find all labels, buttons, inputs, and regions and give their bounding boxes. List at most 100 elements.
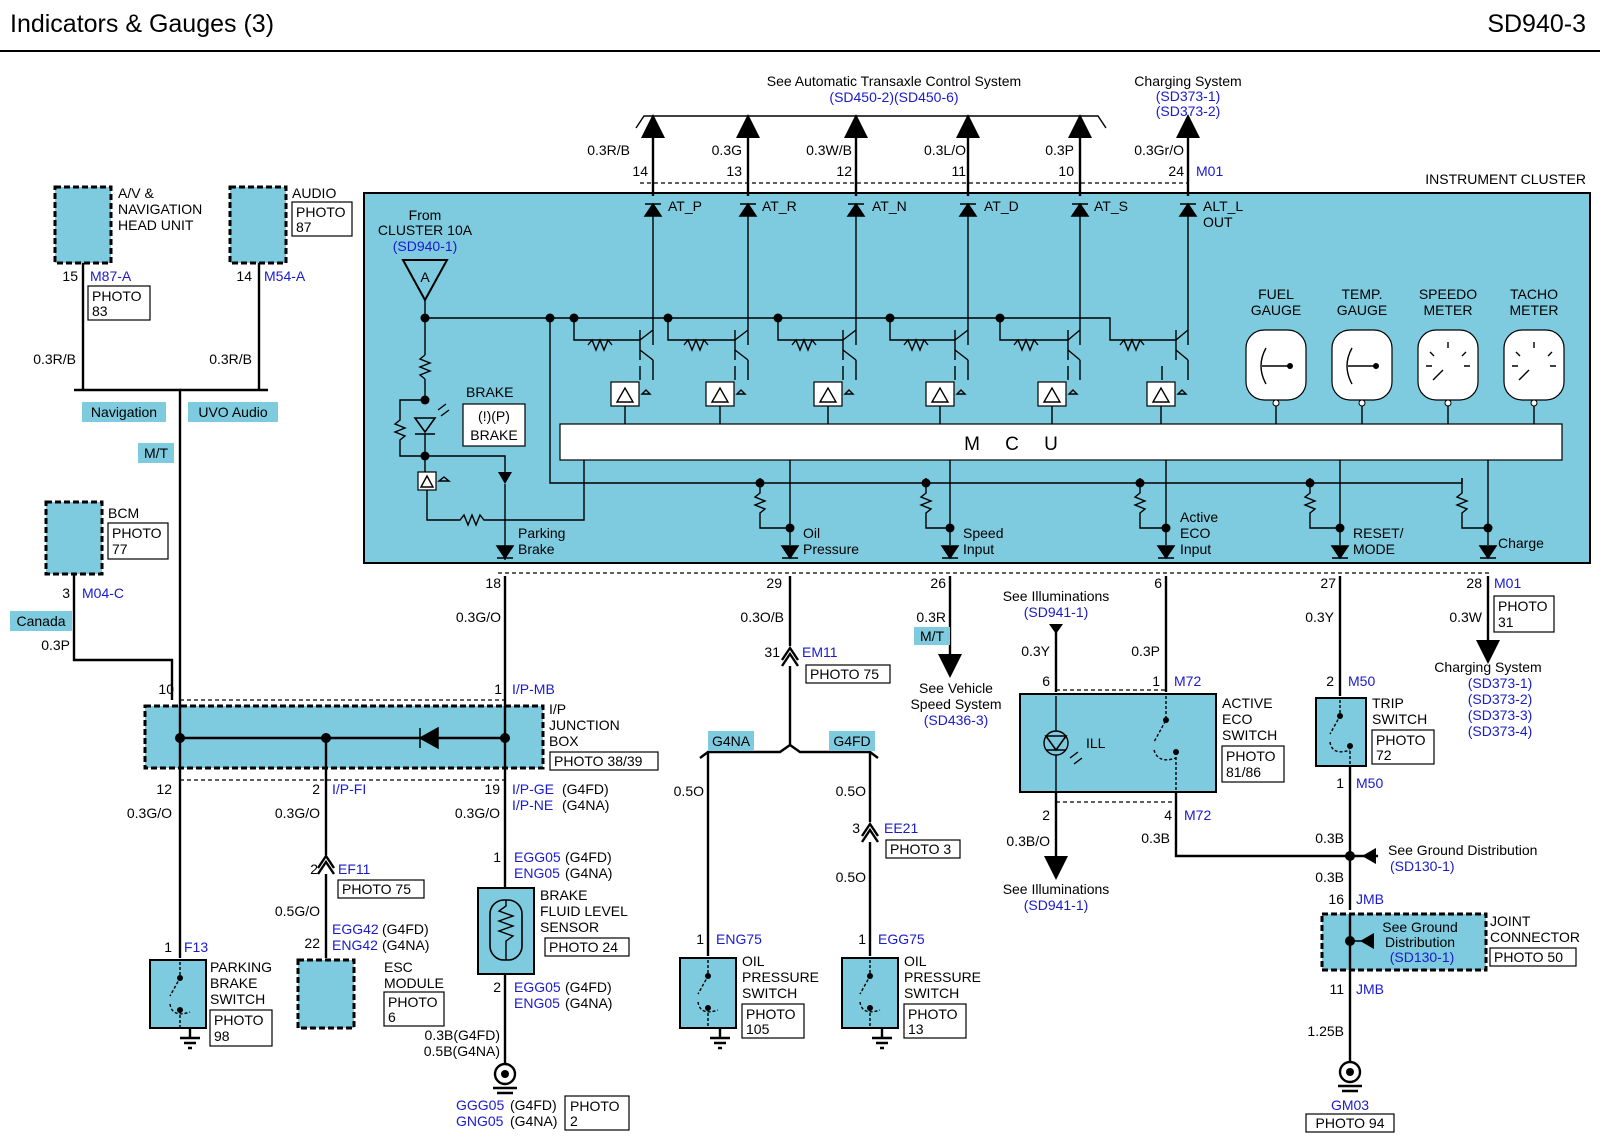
eco-conn-b: M72: [1184, 807, 1211, 823]
oil-pressure-switch-g4fd: 0.5O 3 EE21 PHOTO 3 0.5O 1 EGG75 OIL PRE…: [836, 752, 981, 1050]
mt-tag-speed: M/T: [920, 628, 945, 644]
transistor-drivers: [425, 216, 1189, 484]
audio-wire: 0.3R/B: [209, 351, 252, 367]
bcm-photo-1: PHOTO: [112, 525, 162, 541]
audio-label: AUDIO: [292, 185, 336, 201]
audio-pin: 14: [236, 268, 252, 284]
pbs-ground-icon: [180, 1028, 200, 1050]
jc-label-2: CONNECTOR: [1490, 929, 1580, 945]
temp-gauge-label-2: GAUGE: [1337, 302, 1388, 318]
jc-conn-bot: JMB: [1356, 981, 1384, 997]
av-wire: 0.3R/B: [33, 351, 76, 367]
ee21-conn: EE21: [884, 820, 918, 836]
trip-photo-1: PHOTO: [1376, 732, 1426, 748]
brake-label: BRAKE: [466, 384, 513, 400]
input-reset-1: RESET/: [1353, 525, 1404, 541]
bfl-conn-1: EGG05: [514, 849, 561, 865]
jc-wire: 1.25B: [1307, 1023, 1344, 1039]
alt-pin: 24: [1168, 163, 1184, 179]
at-d-pin: 11: [951, 163, 966, 179]
oil-wire: 0.3O/B: [740, 609, 784, 625]
gm-conn: GM03: [1331, 1097, 1369, 1113]
page-title: Indicators & Gauges (3): [10, 10, 275, 38]
cs-title: Charging System: [1434, 659, 1541, 675]
gnd-conn-2: GNG05: [456, 1113, 504, 1129]
alt-conn: M01: [1196, 163, 1223, 179]
trip-pin-top: 2: [1326, 673, 1334, 689]
trip-conn-top: M50: [1348, 673, 1375, 689]
jb-label-2: JUNCTION: [549, 717, 620, 733]
jc-in-ref: (SD130-1): [1390, 949, 1455, 965]
jb-out3-var-2: (G4NA): [562, 797, 609, 813]
at-n-label: AT_N: [872, 198, 907, 214]
at-p-label: AT_P: [668, 198, 702, 214]
av-pin: 15: [62, 268, 78, 284]
at-r-label: AT_R: [762, 198, 797, 214]
alt-label-2: OUT: [1203, 214, 1233, 230]
at-p-wire: 0.3R/B: [587, 142, 630, 158]
jb-out1-wire: 0.3G/O: [127, 805, 172, 821]
speed-ref-2: Speed System: [910, 696, 1001, 712]
input-junction-dots: [755, 478, 1493, 533]
at-outputs: 0.3R/B 14 AT_P 0.3G 13 AT_R 0.3W/B 12 AT…: [420, 114, 1243, 484]
input-oil-2: Pressure: [803, 541, 859, 557]
uvo-audio-tag: UVO Audio: [198, 404, 267, 420]
ill-bot-ref: (SD941-1): [1024, 897, 1089, 913]
audio-photo-1: PHOTO: [296, 204, 346, 220]
input-eco-2: ECO: [1180, 525, 1210, 541]
fuel-gauge-label-1: FUEL: [1258, 286, 1294, 302]
pbs-conn: F13: [184, 939, 208, 955]
bfl-label-1: BRAKE: [540, 887, 587, 903]
av-label-3: HEAD UNIT: [118, 217, 194, 233]
speedo-label-1: SPEEDO: [1419, 286, 1477, 302]
ef11-conn: EF11: [338, 861, 371, 877]
input-reset-2: MODE: [1353, 541, 1395, 557]
em11-photo: PHOTO 75: [810, 666, 879, 682]
jb-pin-top-right: 1: [494, 681, 502, 697]
oil-pin: 29: [766, 575, 782, 591]
cluster-title: INSTRUMENT CLUSTER: [1425, 171, 1586, 187]
temp-gauge: TEMP. GAUGE: [1331, 286, 1393, 424]
jb-label-1: I/P: [549, 701, 566, 717]
gnd-photo-1: PHOTO: [570, 1098, 620, 1114]
input-speed-2: Input: [963, 541, 994, 557]
bcm-photo-2: 77: [112, 541, 128, 557]
input-diodes: [495, 545, 1498, 560]
temp-gauge-label-1: TEMP.: [1342, 286, 1383, 302]
bfl-bvar-1: (G4FD): [565, 979, 612, 995]
from-line-1: From: [409, 207, 442, 223]
active-eco-switch: See Illuminations (SD941-1) 0.3Y 6 6 0.3…: [1003, 575, 1350, 913]
at-output-r: 0.3G 13 AT_R: [712, 114, 797, 214]
jb-out3-var-1: (G4FD): [562, 781, 609, 797]
ops1-label-2: PRESSURE: [742, 969, 819, 985]
cs-ref-3: (SD373-3): [1468, 707, 1533, 723]
speed-pin: 26: [930, 575, 946, 591]
nav-uvo-tags: Navigation UVO Audio M/T: [82, 400, 278, 700]
ops2-photo-2: 13: [908, 1021, 924, 1037]
eco-input-pin: 6: [1154, 575, 1162, 591]
ops2-conn: EGG75: [878, 931, 925, 947]
atcs-reference: See Automatic Transaxle Control System (…: [635, 73, 1107, 129]
jb-out3-wire: 0.3G/O: [455, 805, 500, 821]
ops1-pin: 1: [696, 931, 704, 947]
ill-top-title: See Illuminations: [1003, 588, 1110, 604]
eco-wire-br: 0.3B: [1141, 830, 1170, 846]
trip-label-2: SWITCH: [1372, 711, 1427, 727]
bfl-var-1: (G4FD): [565, 849, 612, 865]
trip-conn-bot: M50: [1356, 775, 1383, 791]
alt-output: 0.3Gr/O 24 M01 ALT_L OUT: [1134, 114, 1243, 230]
speed-ref-3: (SD436-3): [924, 712, 989, 728]
at-p-pin: 14: [632, 163, 648, 179]
jb-diode-icon: [418, 726, 439, 750]
esc-label-1: ESC: [384, 959, 413, 975]
esc-var-2: (G4NA): [382, 937, 429, 953]
mt-tag-left: M/T: [144, 445, 169, 461]
reset-pin: 27: [1320, 575, 1336, 591]
cluster-fuse-input: From CLUSTER 10A (SD940-1) A BRAKE (!)(P…: [378, 207, 585, 560]
speedometer: SPEEDO METER: [1417, 286, 1479, 424]
ill-bot-title: See Illuminations: [1003, 881, 1110, 897]
ops1-ground-icon: [710, 1028, 730, 1050]
ill-led-icon: [1044, 735, 1068, 752]
navigation-tag: Navigation: [91, 404, 157, 420]
bfl-bconn-2: ENG05: [514, 995, 560, 1011]
